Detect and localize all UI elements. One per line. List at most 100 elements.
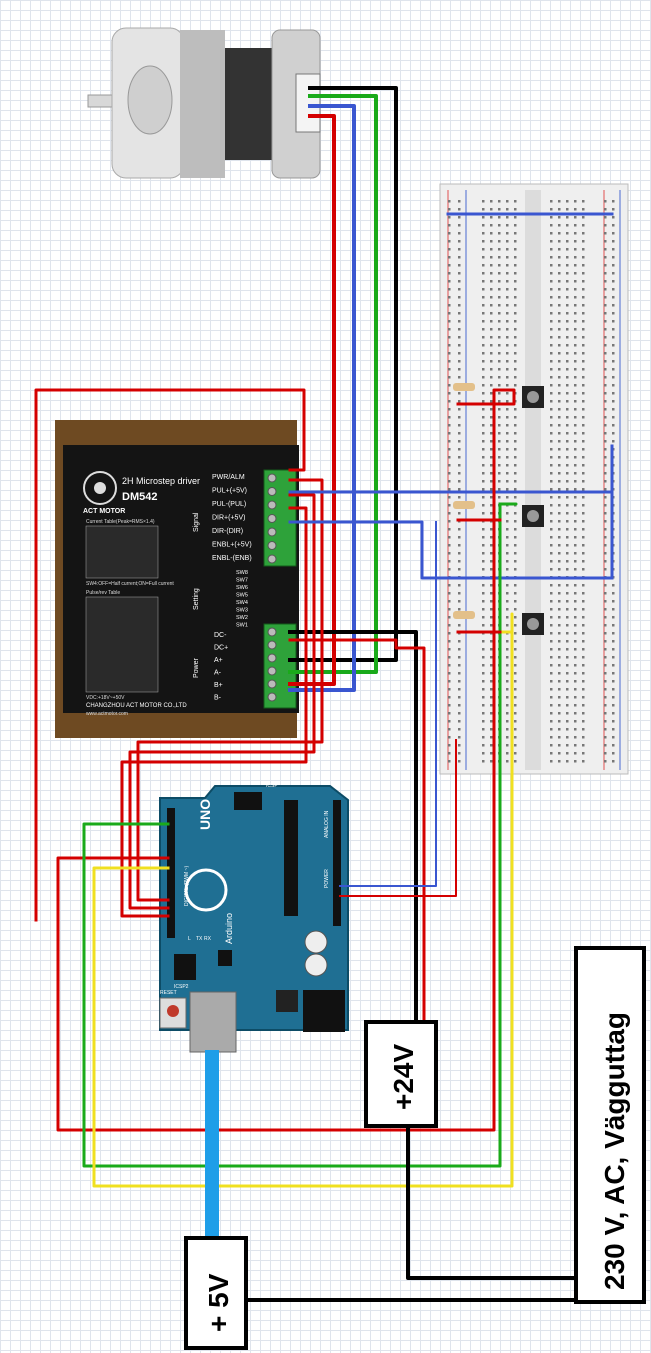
- breadboard-hole: [604, 208, 607, 211]
- breadboard-hole: [458, 400, 461, 403]
- breadboard-hole: [458, 264, 461, 267]
- breadboard-hole: [574, 440, 577, 443]
- breadboard-hole: [550, 744, 553, 747]
- arduino-label: Arduino: [224, 913, 234, 944]
- breadboard-hole: [566, 656, 569, 659]
- breadboard-hole: [558, 328, 561, 331]
- breadboard-hole: [448, 680, 451, 683]
- breadboard-hole: [498, 448, 501, 451]
- breadboard-hole: [612, 696, 615, 699]
- breadboard-hole: [566, 296, 569, 299]
- breadboard-hole: [558, 600, 561, 603]
- breadboard-hole: [566, 440, 569, 443]
- breadboard-hole: [506, 256, 509, 259]
- breadboard-hole: [448, 256, 451, 259]
- breadboard-hole: [448, 208, 451, 211]
- breadboard-hole: [490, 352, 493, 355]
- breadboard-hole: [482, 688, 485, 691]
- breadboard-hole: [458, 704, 461, 707]
- breadboard-hole: [506, 376, 509, 379]
- stepper-motor: [87, 27, 321, 179]
- breadboard-hole: [506, 464, 509, 467]
- breadboard-hole: [604, 328, 607, 331]
- usb-connector: [189, 991, 237, 1053]
- breadboard-hole: [604, 664, 607, 667]
- breadboard-hole: [490, 224, 493, 227]
- breadboard-hole: [566, 704, 569, 707]
- breadboard-hole: [574, 704, 577, 707]
- breadboard-hole: [514, 240, 517, 243]
- breadboard-hole: [550, 480, 553, 483]
- breadboard-hole: [514, 456, 517, 459]
- breadboard-hole: [498, 472, 501, 475]
- breadboard-hole: [550, 344, 553, 347]
- breadboard-hole: [604, 512, 607, 515]
- breadboard-hole: [458, 424, 461, 427]
- breadboard-hole: [506, 216, 509, 219]
- breadboard-hole: [566, 328, 569, 331]
- driver-terminal-label: PWR/ALM: [212, 474, 245, 481]
- breadboard-hole: [604, 224, 607, 227]
- breadboard-hole: [498, 464, 501, 467]
- breadboard-hole: [574, 416, 577, 419]
- breadboard-hole: [582, 464, 585, 467]
- breadboard-hole: [482, 568, 485, 571]
- breadboard-hole: [612, 280, 615, 283]
- wire-dir-plus: [128, 493, 316, 910]
- breadboard-hole: [550, 584, 553, 587]
- breadboard-hole: [612, 208, 615, 211]
- breadboard-hole: [490, 408, 493, 411]
- breadboard-hole: [514, 672, 517, 675]
- breadboard-hole: [582, 672, 585, 675]
- breadboard-hole: [506, 712, 509, 715]
- push-button-1: [522, 386, 544, 408]
- breadboard-hole: [498, 200, 501, 203]
- breadboard-hole: [574, 488, 577, 491]
- breadboard-hole: [558, 512, 561, 515]
- breadboard-hole: [612, 392, 615, 395]
- wire-motor-black: [288, 86, 398, 662]
- breadboard-hole: [550, 416, 553, 419]
- breadboard-hole: [574, 648, 577, 651]
- breadboard-hole: [582, 400, 585, 403]
- breadboard-hole: [574, 696, 577, 699]
- breadboard-hole: [574, 400, 577, 403]
- breadboard-hole: [514, 320, 517, 323]
- terminal-screw: [267, 514, 277, 523]
- breadboard-hole: [582, 592, 585, 595]
- breadboard-hole: [582, 336, 585, 339]
- breadboard-hole: [482, 440, 485, 443]
- breadboard-hole: [506, 488, 509, 491]
- breadboard-hole: [612, 200, 615, 203]
- supply-5v-label: + 5V: [203, 1273, 234, 1332]
- breadboard-hole: [558, 648, 561, 651]
- breadboard-hole: [448, 232, 451, 235]
- breadboard-hole: [482, 528, 485, 531]
- driver-terminal-label: PUL+(+5V): [212, 488, 247, 495]
- breadboard-hole: [558, 272, 561, 275]
- breadboard-hole: [604, 464, 607, 467]
- breadboard-hole: [448, 448, 451, 451]
- breadboard-hole: [574, 336, 577, 339]
- breadboard-hole: [604, 696, 607, 699]
- breadboard-hole: [482, 600, 485, 603]
- breadboard-hole: [506, 328, 509, 331]
- breadboard-hole: [506, 528, 509, 531]
- breadboard-hole: [482, 656, 485, 659]
- terminal-screw: [267, 653, 277, 663]
- breadboard-hole: [550, 720, 553, 723]
- breadboard-hole: [448, 344, 451, 347]
- breadboard-hole: [448, 552, 451, 555]
- breadboard-hole: [482, 608, 485, 611]
- breadboard-hole: [448, 320, 451, 323]
- breadboard-hole: [498, 376, 501, 379]
- breadboard-hole: [514, 552, 517, 555]
- breadboard-hole: [566, 368, 569, 371]
- breadboard-hole: [514, 496, 517, 499]
- breadboard-hole: [506, 408, 509, 411]
- breadboard-hole: [612, 216, 615, 219]
- breadboard-hole: [458, 648, 461, 651]
- breadboard-hole: [582, 624, 585, 627]
- power-terminal-label: A+: [214, 657, 223, 664]
- breadboard-hole: [558, 656, 561, 659]
